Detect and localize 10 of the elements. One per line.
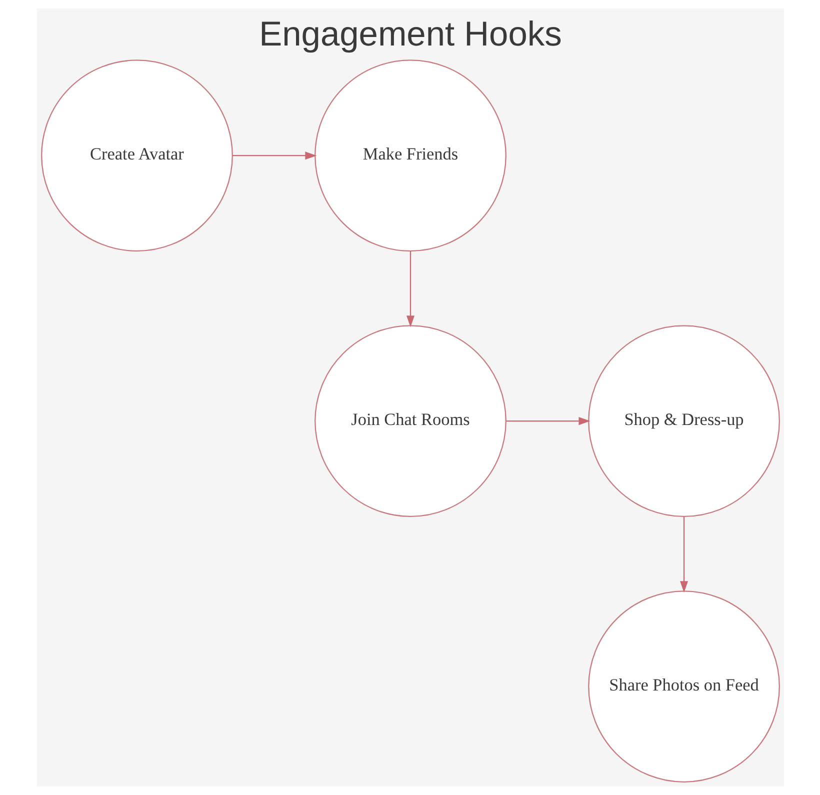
node-circle: Join Chat Rooms bbox=[314, 325, 506, 518]
arrow bbox=[406, 251, 414, 328]
arrow bbox=[506, 417, 590, 426]
arrow bbox=[679, 516, 688, 593]
node-circle: Shop & Dress-up bbox=[588, 325, 780, 518]
node-circle: Share Photos on Feed bbox=[588, 590, 780, 782]
arrow bbox=[232, 152, 316, 160]
diagram-title: Engagement Hooks bbox=[258, 15, 562, 54]
node-circle: Create Avatar bbox=[40, 60, 232, 252]
node-circle: Make Friends bbox=[314, 60, 506, 252]
